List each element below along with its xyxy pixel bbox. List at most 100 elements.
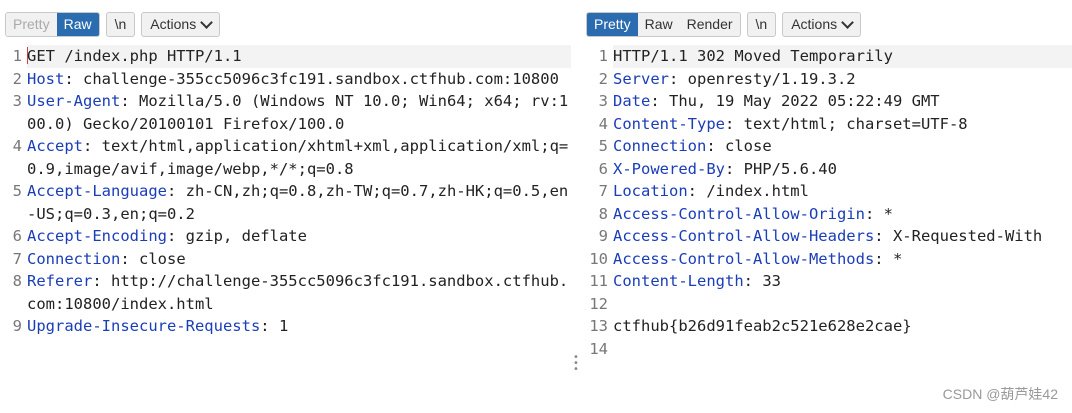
- line-text: Content-Length: 33: [613, 270, 1072, 293]
- code-line: 13 ctfhub{b26d91feab2c521e628e2cae}: [586, 315, 1072, 338]
- line-number: 3: [12, 92, 22, 110]
- code-line: 3 User-Agent: Mozilla/5.0 (Windows NT 10.…: [0, 90, 571, 135]
- line-number: 6: [598, 159, 608, 178]
- response-view-tabs: Pretty Raw Render: [586, 11, 741, 37]
- header-name: Upgrade-Insecure-Requests: [27, 317, 261, 335]
- drag-handle-icon[interactable]: •••: [573, 352, 579, 375]
- line-number: 2: [598, 69, 608, 88]
- response-pane: Pretty Raw Render \n Actions 1 HTTP/1.1 3…: [586, 0, 1072, 413]
- line-number: 5: [12, 182, 22, 200]
- code-line: 9 Upgrade-Insecure-Requests: 1: [0, 315, 571, 338]
- line-text: Host: challenge-355cc5096c3fc191.sandbox…: [27, 68, 571, 91]
- header-name: Content-Type: [613, 114, 725, 133]
- line-text: Server: openresty/1.19.3.2: [613, 68, 1072, 91]
- header-name: Host: [27, 69, 65, 88]
- header-name: Connection: [27, 249, 121, 268]
- watermark: CSDN @葫芦娃42: [942, 386, 1058, 402]
- line-text: X-Powered-By: PHP/5.6.40: [613, 158, 1072, 181]
- response-tab-raw[interactable]: Raw: [637, 12, 680, 36]
- line-number: 8: [12, 272, 22, 290]
- code-line: 11 Content-Length: 33: [586, 270, 1072, 293]
- header-value: : Mozilla/5.0 (Windows NT 10.0; Win64; x…: [27, 92, 569, 133]
- response-actions-label: Actions: [791, 15, 838, 32]
- header-name: User-Agent: [27, 92, 121, 110]
- line-number: 8: [598, 204, 608, 223]
- code-line: 2 Host: challenge-355cc5096c3fc191.sandbo…: [0, 68, 571, 91]
- response-actions-button[interactable]: Actions: [782, 11, 862, 37]
- line-number: 7: [12, 249, 22, 268]
- header-value: : /index.html: [687, 182, 809, 200]
- line-text: HTTP/1.1 302 Moved Temporarily: [613, 45, 1072, 68]
- line-number: 4: [12, 137, 22, 155]
- line-text: Accept-Language: zh-CN,zh;q=0.8,zh-TW;q=…: [27, 180, 571, 225]
- line-number: 2: [12, 69, 22, 88]
- header-name: Accept: [27, 137, 83, 155]
- header-value: : 1: [260, 317, 289, 335]
- line-number: 9: [12, 317, 22, 335]
- header-name: Referer: [27, 272, 93, 290]
- code-line: 5 Accept-Language: zh-CN,zh;q=0.8,zh-TW;q…: [0, 180, 571, 225]
- code-line: 6 X-Powered-By: PHP/5.6.40: [586, 158, 1072, 181]
- line-number: 1: [598, 47, 608, 65]
- line-number: 12: [589, 294, 608, 313]
- header-name: Accept-Language: [27, 182, 167, 200]
- line-number: 1: [12, 47, 22, 65]
- header-name: Access-Control-Allow-Origin: [613, 204, 865, 223]
- line-text: ctfhub{b26d91feab2c521e628e2cae}: [613, 315, 1072, 338]
- request-actions-label: Actions: [150, 15, 197, 32]
- header-name: Date: [613, 92, 651, 110]
- request-tab-pretty[interactable]: Pretty: [6, 12, 57, 36]
- response-tab-pretty[interactable]: Pretty: [587, 12, 638, 36]
- header-value: : text/html; charset=UTF-8: [724, 114, 968, 133]
- response-tab-render[interactable]: Render: [679, 12, 740, 36]
- header-name: Content-Length: [613, 272, 744, 290]
- header-name: X-Powered-By: [613, 159, 725, 178]
- line-text: [613, 293, 1072, 316]
- line-text: Access-Control-Allow-Methods: *: [613, 248, 1072, 271]
- chevron-down-icon: [841, 15, 854, 29]
- line-number: 14: [589, 339, 608, 358]
- line-text: Connection: close: [27, 248, 571, 271]
- line-number: 11: [589, 272, 608, 290]
- request-toolbar: Pretty Raw \n Actions: [5, 11, 221, 37]
- code-line: 10 Access-Control-Allow-Methods: *: [586, 248, 1072, 271]
- line-text: Access-Control-Allow-Headers: X-Requeste…: [613, 225, 1072, 248]
- text-caret: [27, 47, 28, 64]
- header-value: : zh-CN,zh;q=0.8,zh-TW;q=0.7,zh-HK;q=0.5…: [27, 182, 569, 223]
- request-newline-toggle[interactable]: \n: [105, 11, 136, 37]
- line-text: Access-Control-Allow-Origin: *: [613, 203, 1072, 226]
- code-line: 7 Location: /index.html: [586, 180, 1072, 203]
- code-line: 1 HTTP/1.1 302 Moved Temporarily: [586, 45, 1072, 68]
- response-newline-toggle[interactable]: \n: [746, 11, 777, 37]
- request-tab-raw[interactable]: Raw: [56, 12, 99, 36]
- code-line: 2 Server: openresty/1.19.3.2: [586, 68, 1072, 91]
- header-name: Server: [613, 69, 669, 88]
- header-name: Connection: [613, 137, 707, 155]
- request-actions-button[interactable]: Actions: [141, 11, 221, 37]
- line-text: [613, 338, 1072, 361]
- pane-divider[interactable]: [571, 0, 586, 413]
- line-text: Content-Type: text/html; charset=UTF-8: [613, 113, 1072, 136]
- line-number: 3: [598, 92, 608, 110]
- header-value: ctfhub{b26d91feab2c521e628e2cae}: [613, 317, 912, 335]
- code-line: 8 Access-Control-Allow-Origin: *: [586, 203, 1072, 226]
- header-name: Access-Control-Allow-Headers: [613, 227, 875, 245]
- code-line: 12: [586, 293, 1072, 316]
- line-number: 10: [589, 249, 608, 268]
- line-text: Accept: text/html,application/xhtml+xml,…: [27, 135, 571, 180]
- line-number: 7: [598, 182, 608, 200]
- header-value: : challenge-355cc5096c3fc191.sandbox.ctf…: [64, 69, 559, 88]
- header-name: Location: [613, 182, 688, 200]
- code-line: 14: [586, 338, 1072, 361]
- line-number: 13: [589, 317, 608, 335]
- code-line: 4 Accept: text/html,application/xhtml+xml…: [0, 135, 571, 180]
- header-value: HTTP/1.1 302 Moved Temporarily: [613, 47, 893, 65]
- line-text: Date: Thu, 19 May 2022 05:22:49 GMT: [613, 90, 1072, 113]
